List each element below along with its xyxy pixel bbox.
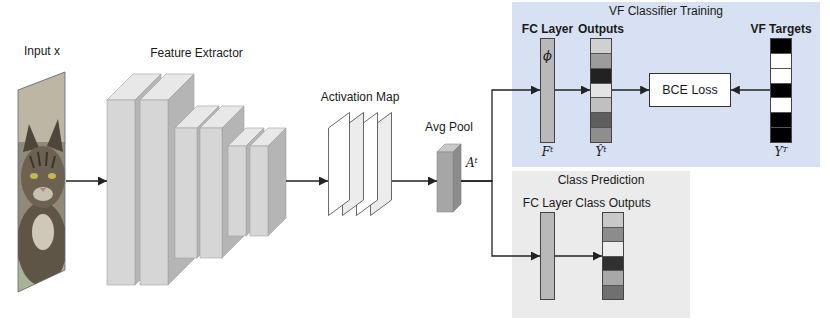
node-sublabel: Ŷᵗ bbox=[596, 145, 607, 159]
node-sublabel: Fᵗ bbox=[542, 145, 553, 159]
vector-cell bbox=[591, 39, 611, 53]
conv-slab bbox=[250, 128, 286, 236]
cat-stripe bbox=[52, 156, 55, 168]
photo-background bbox=[18, 72, 66, 292]
box-label: BCE Loss bbox=[662, 83, 718, 97]
cat-eye bbox=[30, 173, 38, 179]
vector-cell bbox=[603, 213, 623, 227]
input-image-drawing bbox=[18, 72, 66, 292]
vector-cell bbox=[603, 270, 623, 285]
activation-map-node: Activation Map bbox=[321, 90, 400, 216]
fc-layer-bar: ϕ bbox=[540, 38, 555, 143]
vf-panel: VF Classifier Training FC Layer ϕFᵗ Outputs… bbox=[512, 2, 820, 167]
connector-arrow bbox=[555, 89, 590, 90]
pool-side bbox=[453, 144, 461, 212]
activation-sheet bbox=[329, 113, 350, 216]
node-heading: Avg Pool bbox=[425, 120, 473, 134]
slab-front bbox=[250, 146, 268, 236]
cat-stripe bbox=[30, 156, 34, 168]
connector-arrow bbox=[461, 181, 540, 256]
vector-cell bbox=[771, 97, 791, 112]
class-panel: Class Prediction FC LayerClass Outputs bbox=[512, 171, 690, 318]
cat-photo bbox=[17, 72, 67, 292]
cat-chest bbox=[32, 214, 54, 250]
node-sublabel: Yᵀ bbox=[775, 145, 788, 159]
tensor-label: Aᵗ bbox=[466, 156, 478, 170]
cat-stripe bbox=[38, 152, 40, 166]
slab-front bbox=[228, 146, 246, 236]
activation-map-sheets-drawing bbox=[328, 112, 392, 216]
vector-cell bbox=[771, 39, 791, 53]
connector-arrow bbox=[612, 89, 649, 90]
slab-side bbox=[268, 128, 286, 236]
layer-symbol: ϕ bbox=[543, 49, 552, 63]
vector-cell bbox=[591, 68, 611, 83]
connector-arrow bbox=[286, 180, 328, 181]
node-heading: FC Layer bbox=[522, 22, 573, 36]
panel-title: Class Prediction bbox=[512, 171, 690, 187]
class-outputs-node: Class Outputs bbox=[575, 196, 650, 300]
input-node: Input x bbox=[18, 44, 66, 292]
target-column bbox=[770, 38, 792, 143]
vector-cell bbox=[771, 53, 791, 68]
vector-cell bbox=[591, 53, 611, 68]
feature-extractor-slabs-drawing bbox=[107, 74, 286, 285]
cat-muzzle bbox=[33, 187, 53, 201]
vector-cell bbox=[771, 68, 791, 83]
connector-arrow bbox=[392, 180, 437, 181]
node-heading: Activation Map bbox=[321, 90, 400, 104]
vector-cell bbox=[591, 112, 611, 127]
vector-cell bbox=[603, 227, 623, 242]
cat-head bbox=[21, 146, 65, 208]
connector-arrow bbox=[461, 90, 540, 181]
node-heading: Input x bbox=[24, 44, 60, 58]
vector-cell bbox=[591, 127, 611, 142]
vector-cell bbox=[603, 285, 623, 300]
fc-layer-bar bbox=[540, 212, 555, 300]
avg-pool-block bbox=[437, 144, 461, 212]
slab-front bbox=[175, 128, 197, 258]
photo-border bbox=[18, 72, 65, 292]
fc-layer-node: FC Layer bbox=[523, 196, 572, 300]
vector-cell bbox=[603, 241, 623, 256]
panel-title: VF Classifier Training bbox=[512, 2, 820, 18]
vector-cell bbox=[591, 97, 611, 112]
slab-front bbox=[200, 128, 222, 258]
vector-cell bbox=[771, 83, 791, 98]
vector-cell bbox=[591, 83, 611, 98]
node-heading: VF Targets bbox=[750, 22, 811, 36]
vector-cell bbox=[771, 112, 791, 127]
input-image bbox=[18, 72, 66, 292]
node-heading: Class Outputs bbox=[575, 196, 650, 210]
cat-stripe bbox=[46, 152, 47, 166]
vector-cell bbox=[603, 256, 623, 271]
connector-arrow bbox=[731, 89, 770, 90]
output-column bbox=[590, 38, 612, 143]
activation-map-sheets bbox=[328, 112, 392, 216]
vector-cell bbox=[771, 127, 791, 142]
node-heading: Feature Extractor bbox=[150, 46, 243, 60]
connector-arrow bbox=[555, 255, 602, 256]
cat-body bbox=[17, 202, 67, 286]
class-output-column bbox=[602, 212, 624, 300]
pool-front bbox=[437, 152, 453, 212]
label-holder: Aᵗ bbox=[466, 156, 478, 170]
connector-arrow bbox=[66, 180, 107, 181]
avg-pool-block-drawing bbox=[437, 144, 461, 212]
feature-extractor-node: Feature Extractor bbox=[107, 46, 286, 285]
bce-loss-box: BCE Loss bbox=[649, 73, 731, 107]
node-heading: FC Layer bbox=[523, 196, 572, 210]
cat-nose bbox=[40, 188, 46, 192]
avg-pool-node: Avg Pool bbox=[425, 120, 473, 212]
cat-eye bbox=[48, 173, 56, 179]
slab-front bbox=[140, 100, 168, 285]
cat-ear bbox=[47, 119, 63, 152]
slab-front bbox=[107, 100, 135, 285]
node-heading: Outputs bbox=[578, 22, 624, 36]
feature-extractor-slabs bbox=[107, 74, 286, 285]
